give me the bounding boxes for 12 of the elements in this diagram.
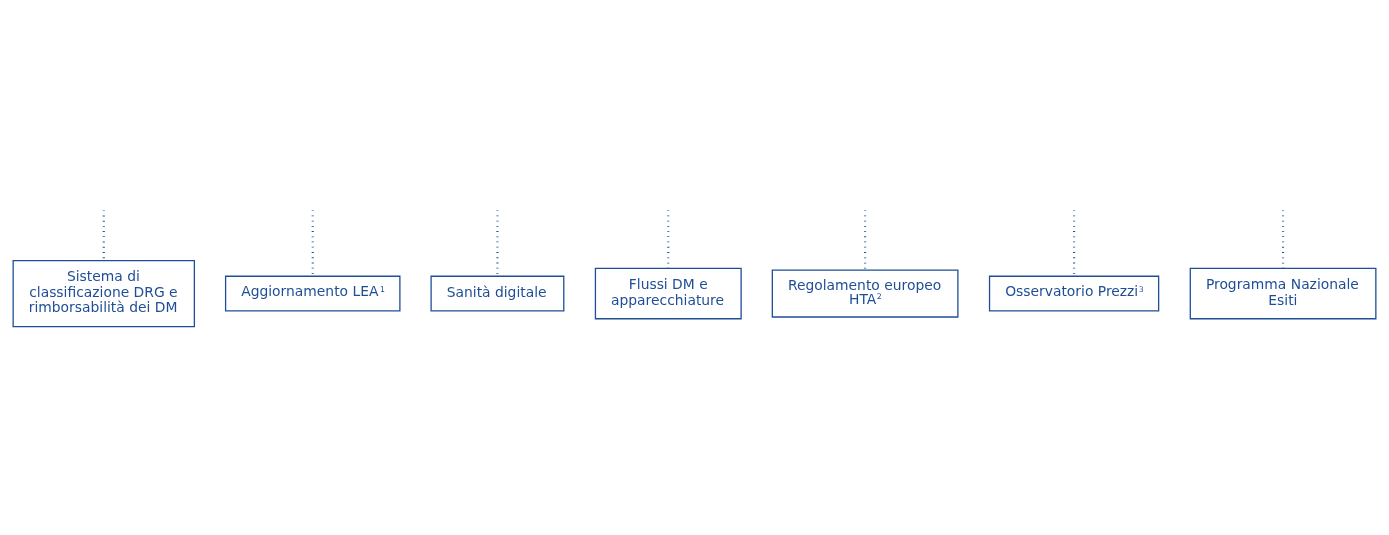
connector xyxy=(496,209,499,276)
node-box: Flussi DM e apparecchiature xyxy=(594,267,742,319)
node-box: Sistema di classificazione DRG e rimborsabilità dei DM xyxy=(12,259,196,327)
node-box: Aggiornamento LEA$^{1}$ xyxy=(224,275,401,312)
node-box: Sanità digitale xyxy=(430,275,565,312)
node-box: Regolamento europeo HTA$^{2}$ xyxy=(771,269,959,318)
connector xyxy=(864,209,867,270)
connector xyxy=(102,209,105,260)
node-box: Programma Nazionale Esiti xyxy=(1189,267,1377,319)
node-box: Osservatorio Prezzi$^{3}$ xyxy=(988,275,1160,312)
connector xyxy=(1073,209,1076,276)
connector xyxy=(311,209,314,276)
